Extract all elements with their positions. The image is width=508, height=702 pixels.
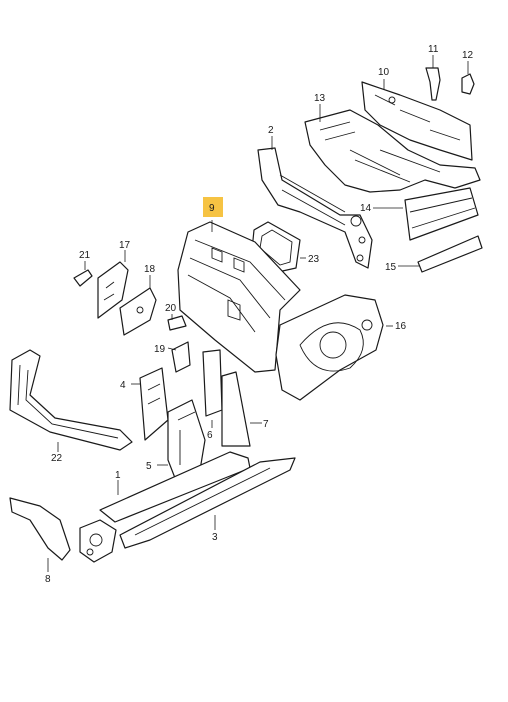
callout-22: 22 <box>51 453 63 464</box>
callout-19: 19 <box>154 344 166 355</box>
part-16-wheel-housing <box>275 294 384 401</box>
part-14-rear-rail <box>404 187 479 241</box>
callout-13: 13 <box>314 93 326 104</box>
part-15-rail-lower <box>417 235 483 273</box>
part-9-front-bulkhead <box>177 221 301 373</box>
part-17-support-plate <box>97 261 129 319</box>
part-20-small-plate <box>167 315 187 331</box>
callout-3: 3 <box>212 532 218 543</box>
callout-9-highlight <box>203 197 223 217</box>
part-2-cross-tube-assembly <box>257 147 373 269</box>
callout-18: 18 <box>144 264 156 275</box>
part-3-rocker <box>119 457 296 549</box>
callout-10: 10 <box>378 67 390 78</box>
part-11-bracket <box>425 67 441 101</box>
callouts: 10 11 12 13 2 14 15 16 23 9 17 18 21 20 … <box>45 44 474 585</box>
callout-6: 6 <box>207 430 213 441</box>
part-10-rear-bulkhead <box>361 81 473 161</box>
part-7-gusset <box>221 371 251 447</box>
callout-1: 1 <box>115 470 121 481</box>
callout-20: 20 <box>165 303 177 314</box>
callout-7: 7 <box>263 419 269 430</box>
callout-23: 23 <box>308 254 320 265</box>
callout-11: 11 <box>428 44 439 55</box>
callout-5: 5 <box>146 461 152 472</box>
part-4-pillar-bracket <box>139 367 169 441</box>
leader-lines <box>47 55 469 572</box>
callout-2: 2 <box>268 125 274 136</box>
part-22-side-pillar <box>9 349 133 451</box>
callout-14: 14 <box>360 203 372 214</box>
part-18-bracket-plate <box>119 287 157 336</box>
callout-15: 15 <box>385 262 397 273</box>
callout-16: 16 <box>395 321 407 332</box>
callout-9: 9 <box>209 203 215 214</box>
callout-12: 12 <box>462 50 474 61</box>
part-12-clip <box>461 73 475 95</box>
part-6-upright <box>202 349 223 417</box>
part-21-tab <box>73 269 93 287</box>
callout-17: 17 <box>119 240 131 251</box>
part-8-end-panel <box>9 497 117 563</box>
callout-21: 21 <box>79 250 91 261</box>
callout-8: 8 <box>45 574 51 585</box>
part-19-bracket <box>171 341 191 373</box>
part-13-rear-floor-panel <box>304 109 481 193</box>
callout-4: 4 <box>120 380 126 391</box>
